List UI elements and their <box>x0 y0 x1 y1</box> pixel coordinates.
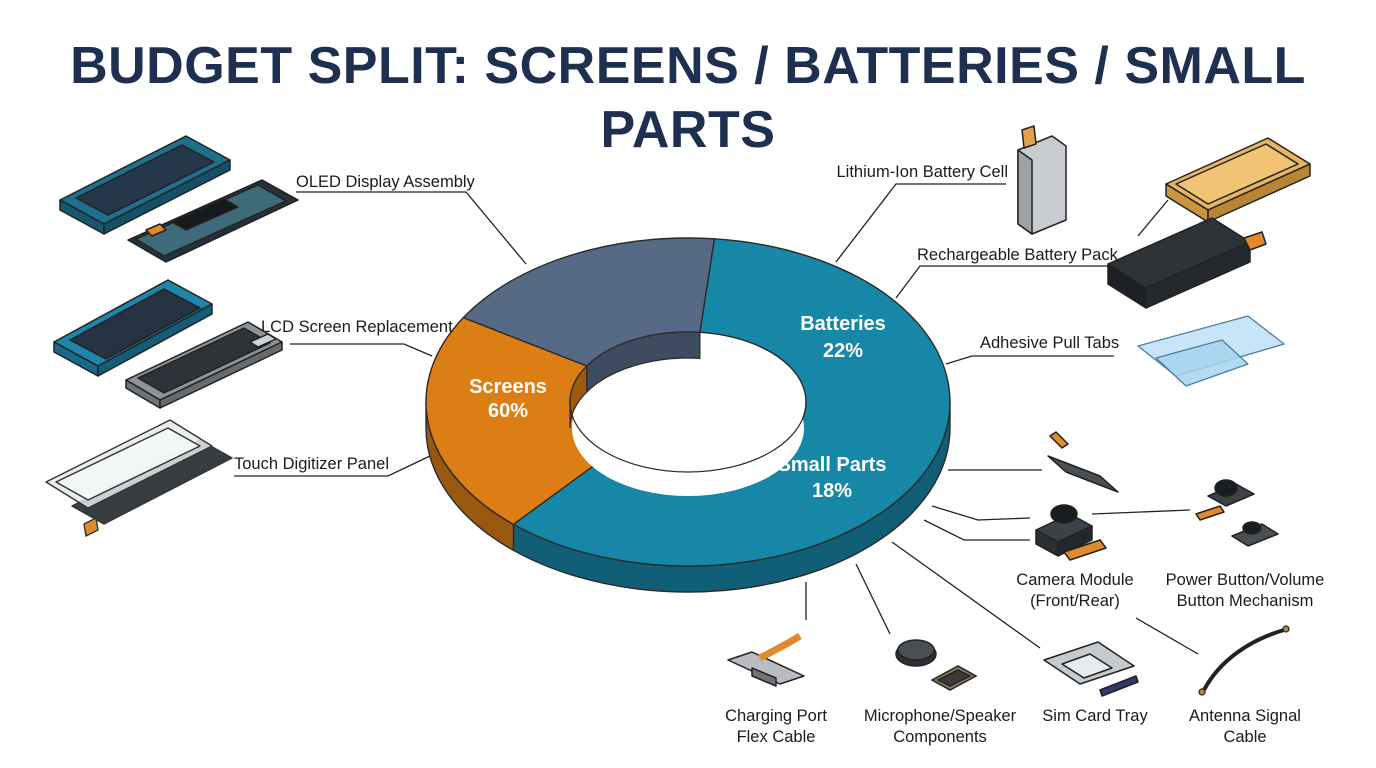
slice-value-small-parts: 18% <box>812 480 852 502</box>
slice-value-screens: 60% <box>488 400 528 422</box>
chart-title: BUDGET SPLIT: SCREENS / BATTERIES / SMAL… <box>70 37 1306 159</box>
callout-battery-cell: Lithium-Ion Battery Cell <box>837 163 1009 181</box>
slice-label-batteries: Batteries <box>800 313 886 335</box>
callout-lcd-screen: LCD Screen Replacement <box>261 318 453 336</box>
callout-sim-tray: Sim Card Tray <box>1042 707 1148 725</box>
sim-tray-icon <box>1043 641 1139 697</box>
callout-camera-module-l2: (Front/Rear) <box>1030 592 1120 610</box>
callout-speaker-l2: Components <box>893 728 987 746</box>
donut-inner-wall-small-parts <box>586 331 701 394</box>
callout-labels: OLED Display Assembly LCD Screen Replace… <box>234 163 1324 746</box>
donut-hole <box>572 360 804 496</box>
donut-hole-rim <box>569 401 807 473</box>
slice-label-screens: Screens <box>469 376 547 398</box>
callout-speaker-l1: Microphone/Speaker <box>864 707 1017 725</box>
power-button-icon <box>1047 431 1279 547</box>
callout-oled-display: OLED Display Assembly <box>296 173 476 191</box>
callout-antenna-l2: Cable <box>1223 728 1266 746</box>
charging-port-icon <box>727 632 805 687</box>
speaker-icon <box>895 639 978 691</box>
callout-adhesive-tabs: Adhesive Pull Tabs <box>980 334 1119 352</box>
callout-charging-port-l2: Flex Cable <box>737 728 816 746</box>
oled-display-icon <box>59 135 299 263</box>
battery-cell-icon <box>1017 125 1067 235</box>
callout-power-button-l2: Button Mechanism <box>1177 592 1314 610</box>
battery-pack-icon <box>1107 137 1311 309</box>
callout-power-button-l1: Power Button/Volume <box>1166 571 1325 589</box>
antenna-cable-icon <box>1198 625 1290 696</box>
slice-value-batteries: 22% <box>823 340 863 362</box>
slice-label-small-parts: Small Parts <box>778 454 887 476</box>
callout-camera-module-l1: Camera Module <box>1016 571 1133 589</box>
adhesive-tab-icon <box>1137 315 1285 387</box>
digitizer-panel-icon <box>45 419 233 537</box>
callout-charging-port-l1: Charging Port <box>725 707 827 725</box>
callout-battery-pack: Rechargeable Battery Pack <box>917 246 1119 264</box>
leader-lines <box>234 183 1199 655</box>
callout-touch-digitizer: Touch Digitizer Panel <box>234 455 389 473</box>
camera-module-icon <box>1035 504 1107 561</box>
callout-antenna-l1: Antenna Signal <box>1189 707 1301 725</box>
lcd-screen-icon <box>53 279 283 409</box>
